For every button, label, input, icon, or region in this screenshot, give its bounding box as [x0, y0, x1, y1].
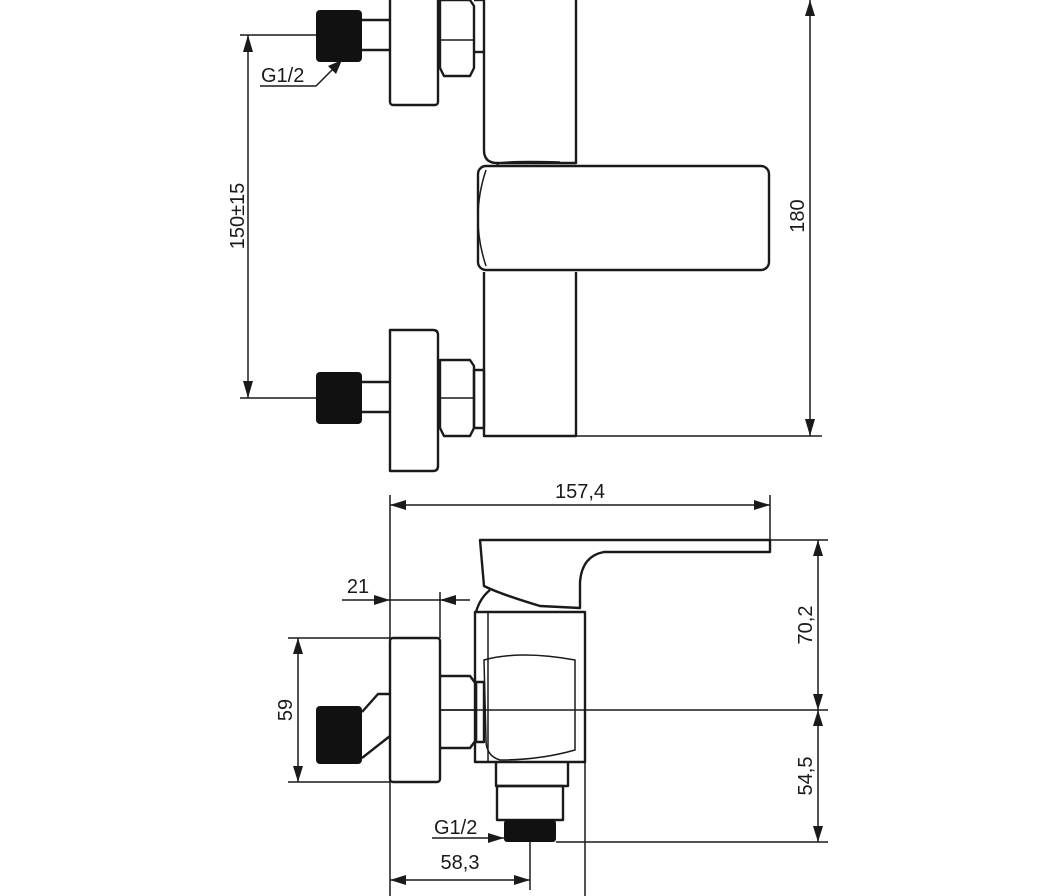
height-label: 180	[787, 199, 809, 232]
wall-offset-dimension: 21	[342, 576, 470, 638]
outlet-distance-dimension: 58,3	[390, 762, 586, 896]
lower-inlet	[316, 328, 486, 473]
upper-escutcheon	[388, 0, 440, 107]
wall-offset-label: 21	[347, 576, 369, 598]
overall-length-dimension: 157,4	[389, 481, 771, 896]
lower-nut	[438, 358, 476, 438]
upper-nut	[438, 0, 476, 78]
side-body	[473, 610, 587, 764]
side-thread	[316, 706, 362, 764]
side-view: 157,4 21 59 70,2	[275, 481, 828, 896]
mixer-body	[482, 0, 578, 165]
mixer-handle	[476, 160, 771, 272]
outlet-distance-label: 58,3	[441, 852, 480, 874]
escutcheon-label: 59	[275, 699, 297, 721]
handle-height-dimension: 70,2	[770, 539, 828, 710]
inlet-spacing-label: 150±15	[227, 183, 249, 250]
handle-height-label: 70,2	[795, 606, 817, 645]
top-thread-callout: G1/2	[260, 60, 342, 87]
inlet-spacing-dimension: 150±15	[227, 34, 316, 399]
outlet-thread-callout: G1/2	[432, 817, 504, 843]
overall-length-label: 157,4	[555, 481, 605, 503]
outlet-thread-label: G1/2	[434, 817, 477, 839]
lower-thread	[316, 372, 362, 424]
side-handle	[478, 538, 772, 610]
escutcheon-dimension: 59	[275, 637, 390, 783]
outlet-height-label: 54,5	[795, 757, 817, 796]
outlet-thread	[504, 820, 556, 842]
side-escutcheon	[388, 636, 442, 784]
outlet-height-dimension: 54,5	[556, 710, 828, 843]
top-view: 150±15 G1/2 180	[227, 0, 822, 473]
side-nut	[440, 674, 478, 750]
lower-escutcheon	[388, 328, 440, 473]
outlet-threaded	[495, 784, 565, 822]
height-dimension: 180	[576, 0, 822, 437]
upper-inlet	[316, 0, 484, 107]
top-thread-label: G1/2	[261, 65, 304, 87]
upper-thread	[316, 10, 362, 62]
